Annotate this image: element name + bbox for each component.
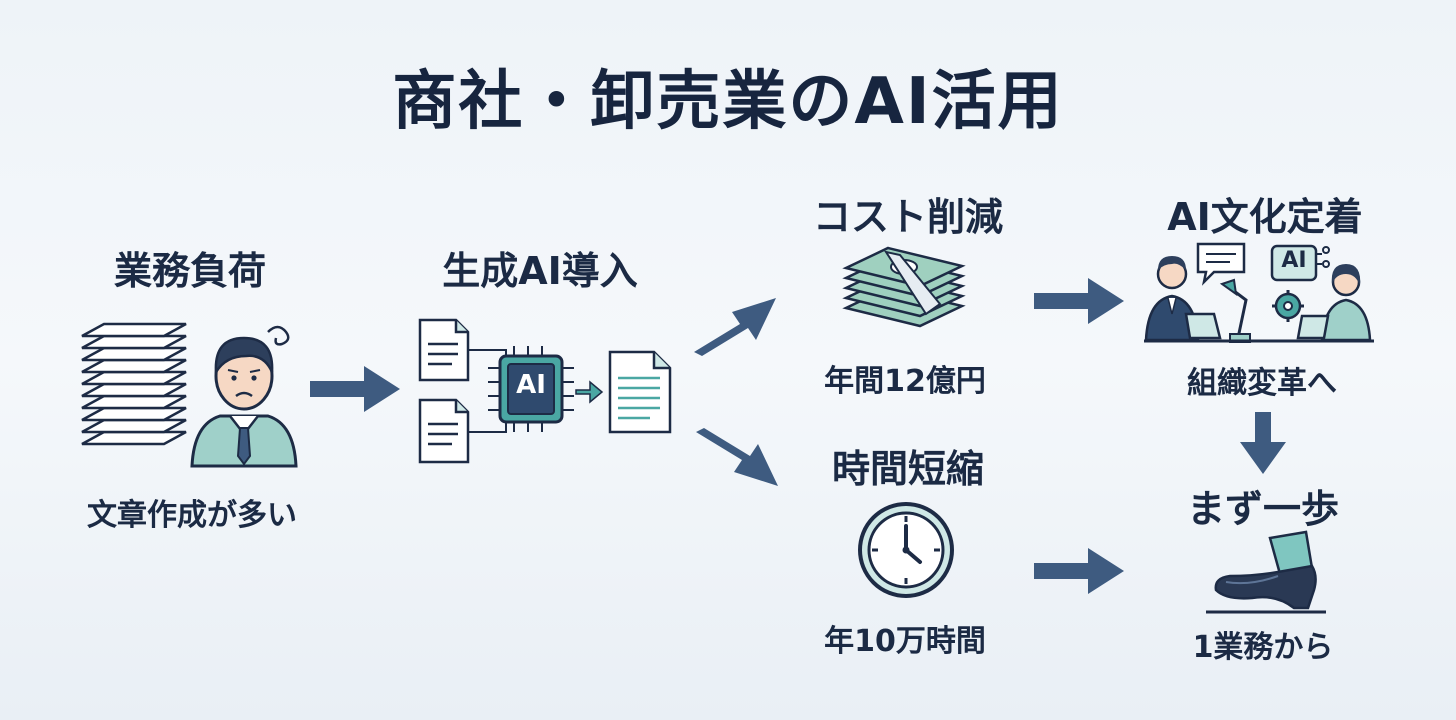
team-collaboration-icon [1144,242,1374,343]
clock-icon [858,502,954,598]
cost-heading: コスト削減 [812,195,1003,239]
time-caption: 年10万時間 [824,624,986,659]
arrow-down-right-icon [696,428,778,486]
footstep-shoe-icon [1206,530,1326,614]
burden-caption: 文章作成が多い [87,498,297,533]
arrow-right-icon [1034,278,1124,324]
culture-caption: 組織変革へ [1187,366,1337,401]
firststep-heading: まず一歩 [1186,487,1339,531]
arrow-right-icon [310,366,400,412]
ai-document-flow-icon [418,318,672,464]
cost-caption: 年間12億円 [824,364,986,399]
money-stack-icon [842,246,966,328]
arrow-down-icon [1240,412,1286,474]
firststep-caption: 1業務から [1192,630,1334,665]
paper-stack-icon [81,322,187,446]
stressed-worker-icon [190,325,298,468]
ai-chip-label: AI [516,370,546,400]
genai-heading: 生成AI導入 [442,249,638,293]
time-heading: 時間短縮 [831,447,984,491]
arrow-right-icon [1034,548,1124,594]
culture-heading: AI文化定着 [1167,195,1363,239]
burden-heading: 業務負荷 [113,249,266,293]
page-title: 商社・卸売業のAI活用 [392,65,1064,139]
arrow-up-right-icon [694,298,776,356]
culture-ai-badge: AI [1281,248,1307,273]
